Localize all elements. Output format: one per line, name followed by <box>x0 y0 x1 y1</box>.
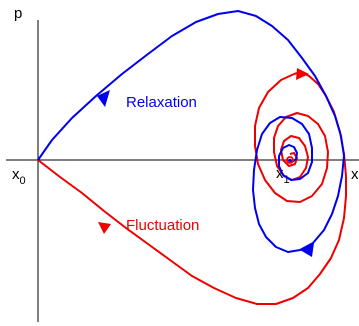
fixed-point-marker-red <box>286 156 294 164</box>
fixed-point-label: x1 <box>276 165 290 186</box>
relaxation-path <box>37 10 345 253</box>
fluctuation-label: Fluctuation <box>126 217 199 234</box>
fluctuation-arrow-upper <box>296 68 309 80</box>
origin-point-label: x0 <box>12 166 26 187</box>
fluctuation-arrow-lower <box>98 222 111 234</box>
vertical-axis-label: p <box>14 5 22 22</box>
fixed-point-marker-blue <box>288 158 292 162</box>
fluctuation-inner-loop <box>254 73 329 203</box>
horizontal-axis-label: x <box>351 166 359 183</box>
relaxation-arrow-lower <box>300 243 314 257</box>
relaxation-label: Relaxation <box>126 94 197 111</box>
relaxation-arrow-up <box>97 90 110 107</box>
